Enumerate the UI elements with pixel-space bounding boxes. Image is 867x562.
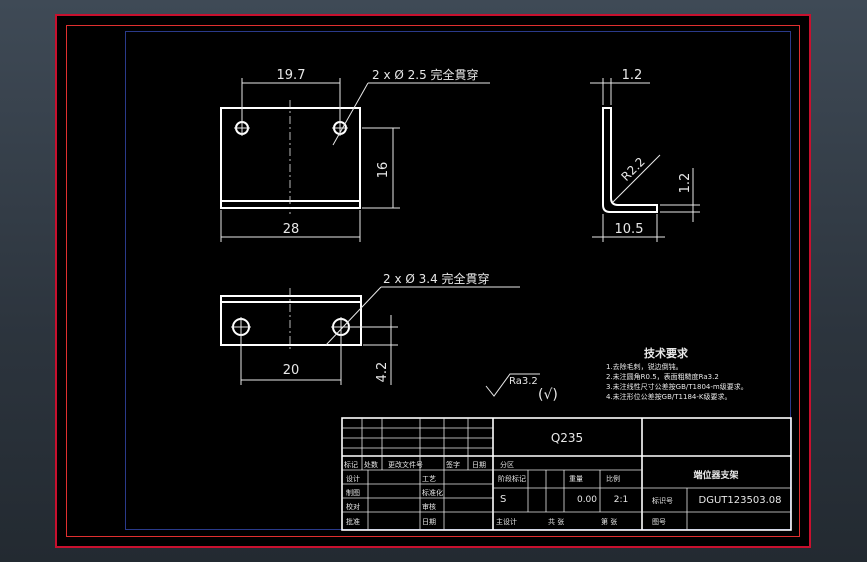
tb-label-sheet-no: 第 张 [601,517,617,526]
tb-label-revision: 标记 [344,460,358,469]
dim-side-leg: 10.5 [615,222,644,237]
side-view: 1.2 R2.2 1.2 10.5 [590,68,700,242]
tb-label-designer: 设计 [346,474,360,483]
roughness-rest: (√) [538,387,558,403]
drawing-inner-frame [66,25,800,537]
dim-top-spacing: 20 [283,363,300,378]
tb-label-scale: 比例 [606,474,620,483]
tech-item-1: 1.去除毛刺，锐边倒钝。 [606,362,683,371]
dim-top-height: 4.2 [375,362,390,383]
tb-weight: 0.00 [577,495,597,505]
tb-label-part-no: 图号 [652,518,666,526]
tech-item-2: 2.未注圆角R0.5，表面粗糙度Ra3.2 [606,372,719,381]
tb-label-change-doc: 更改文件号 [388,460,423,469]
top-outline [220,295,362,346]
tb-scale: 2:1 [614,495,628,505]
tb-label-approver: 批准 [346,517,360,526]
tb-label-date-2: 日期 [422,518,436,526]
dim-front-width-top: 19.7 [277,68,306,83]
dim-side-thickness: 1.2 [622,68,643,83]
front-view: 19.7 2 x Ø 2.5 完全貫穿 16 28 [220,67,490,242]
front-outline [220,107,361,209]
callout-top-holes: 2 x Ø 3.4 完全貫穿 [383,271,490,286]
tech-item-3: 3.未注线性尺寸公差按GB/T1804-m级要求。 [606,382,748,391]
tb-label-reviewer: 审核 [422,502,436,511]
tb-label-checker: 校对 [346,502,360,511]
tb-mark: S [500,494,506,505]
callout-front-holes: 2 x Ø 2.5 完全貫穿 [372,67,479,82]
tb-label-signature: 签字 [446,460,460,469]
tb-label-process: 工艺 [422,475,436,483]
surface-finish: Ra3.2 (√) [485,373,558,403]
tb-material: Q235 [551,431,583,445]
tb-label-drafter: 制图 [346,488,360,497]
drawing-frame [55,14,811,548]
roughness-symbol [485,373,540,397]
tb-label-code: 标识号 [652,496,673,505]
roughness-value: Ra3.2 [509,376,538,387]
tb-label-chief: 主设计 [496,517,517,526]
tb-label-standardization: 标准化 [422,488,443,497]
tb-label-date: 日期 [472,461,486,469]
tech-title: 技术要求 [644,346,689,360]
tech-requirements: 技术要求 1.去除毛刺，锐边倒钝。 2.未注圆角R0.5，表面粗糙度Ra3.2 … [606,346,748,401]
tb-part-name: 端位器支架 [693,469,738,481]
dim-side-radius: R2.2 [619,155,648,184]
title-block: Q235 端位器支架 DGUT123503.08 S 0.00 2:1 标记 处… [341,417,792,531]
side-profile [602,107,658,213]
tech-item-4: 4.未注形位公差按GB/T1184-K级要求。 [606,392,731,401]
tb-label-count: 处数 [364,460,378,469]
tb-label-stage: 阶段标记 [498,474,526,483]
tb-drawing-no: DGUT123503.08 [699,495,782,506]
tb-label-sheets: 共 张 [548,517,564,526]
top-view: 2 x Ø 3.4 完全貫穿 20 4.2 [220,271,520,385]
tb-label-zone: 分区 [500,460,514,469]
dim-front-width: 28 [283,222,300,237]
dim-side-flange: 1.2 [678,173,693,194]
dim-front-height: 16 [376,162,391,179]
tb-label-weight: 重量 [569,475,583,483]
